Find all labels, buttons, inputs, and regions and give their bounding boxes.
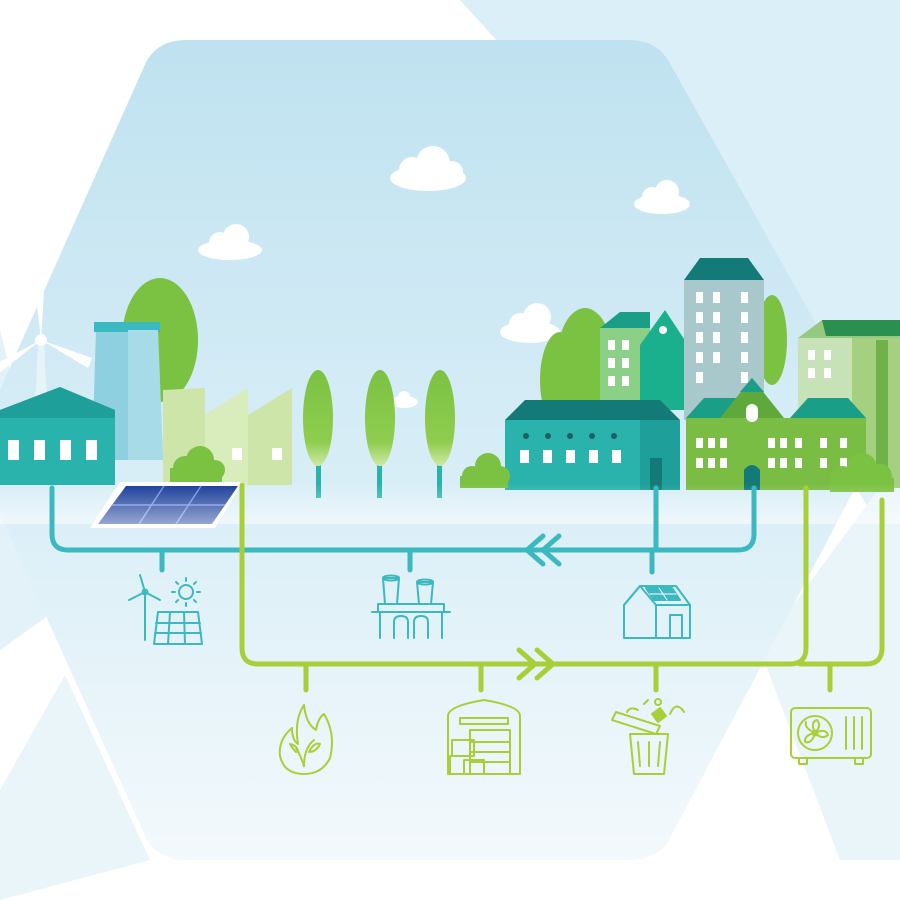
cloud-mid-right (500, 303, 560, 343)
clouds (198, 146, 690, 408)
building-teal-long (505, 400, 680, 490)
tree-2 (365, 370, 395, 498)
tree-city-3 (757, 295, 787, 385)
green-supply-flow (239, 482, 885, 693)
wind-solar-icon (128, 574, 203, 645)
tree-city-2 (557, 308, 613, 412)
tree-3 (425, 370, 455, 498)
power-plant-icon (371, 574, 451, 639)
building-dark-teal-gable (640, 310, 688, 410)
green-arrow-right (516, 647, 556, 681)
background-hexagon-top-right (460, 0, 900, 560)
cloud-small (390, 391, 418, 408)
cloud-left (198, 224, 262, 260)
teal-arrow-left (524, 533, 562, 567)
tree-1 (303, 370, 333, 498)
background-triangle-bottom-left (0, 675, 150, 900)
wind-turbine (0, 275, 92, 405)
center-trees (303, 370, 455, 498)
heat-pump-icon (790, 707, 872, 765)
cloud-top-center (390, 146, 466, 191)
cloud-right (634, 180, 690, 214)
ground-fade (0, 484, 900, 524)
bush-left (170, 446, 225, 482)
biomass-flame-icon (278, 704, 333, 775)
background-triangle-bottom-right (760, 460, 900, 860)
right-city (460, 258, 900, 492)
teal-return-flow (49, 485, 757, 575)
warehouse-icon (447, 699, 521, 775)
solar-house-icon (623, 585, 691, 639)
building-green-school (686, 378, 866, 490)
teal-factory-building (0, 387, 115, 485)
recycling-bin-icon (611, 698, 685, 775)
